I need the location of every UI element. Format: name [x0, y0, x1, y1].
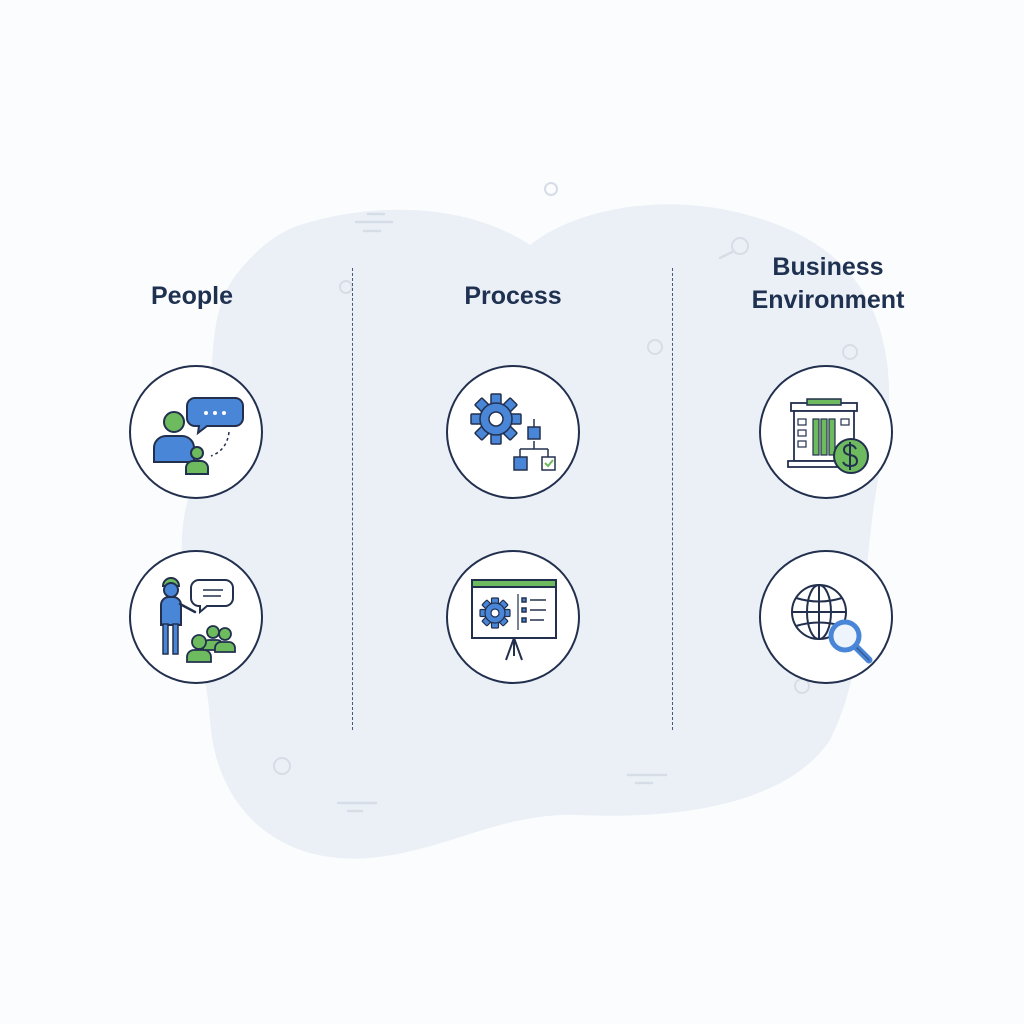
- decor-dot: [842, 344, 858, 360]
- person-chat-icon: [153, 397, 244, 475]
- decor-dot: [647, 339, 663, 355]
- column-title-people: People: [151, 282, 233, 310]
- icon-circle-business-1: [759, 365, 893, 499]
- icon-circle-business-2: [759, 550, 893, 684]
- column-title-business-environment: Business Environment: [751, 253, 905, 314]
- globe-search-icon: [791, 584, 873, 664]
- icon-circle-process-2: [446, 550, 580, 684]
- presenter-audience-icon: [160, 577, 236, 663]
- decor-dashes: [336, 212, 734, 813]
- blob-shape: [181, 204, 890, 859]
- decor-dot: [544, 182, 558, 196]
- gear-flowchart-icon: [470, 393, 556, 471]
- decor-dot: [731, 237, 749, 255]
- column-title-process: Process: [464, 282, 562, 310]
- column-divider-right: [672, 268, 673, 730]
- column-divider-left: [352, 268, 353, 730]
- icon-circle-people-2: [129, 550, 263, 684]
- presentation-board-gear-icon: [471, 579, 557, 661]
- bank-building-dollar-icon: [787, 398, 869, 474]
- icon-circle-people-1: [129, 365, 263, 499]
- decor-dot: [273, 757, 291, 775]
- icon-circle-process-1: [446, 365, 580, 499]
